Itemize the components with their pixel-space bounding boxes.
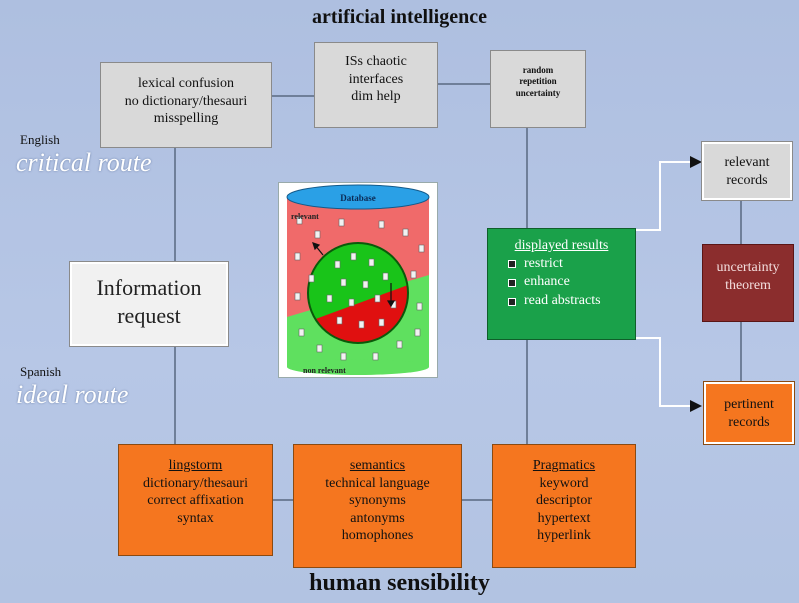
displayed-results-box: displayed results restrict enhance read … <box>487 228 636 340</box>
lexical-confusion-box: lexical confusion no dictionary/thesauri… <box>100 62 272 148</box>
box-line: dictionary/thesauri <box>143 475 248 491</box>
box-line: no dictionary/thesauri <box>124 93 248 109</box>
box-line: relevant <box>724 155 770 170</box>
box-line: homophones <box>341 528 414 543</box>
box-line: uncertainty <box>716 260 780 275</box>
semantics-box: semantics technical language synonyms an… <box>293 444 462 568</box>
pertinent-records-box: pertinent records <box>704 382 794 444</box>
box-line: misspelling <box>153 111 219 126</box>
box-line: random <box>522 65 554 75</box>
non-relevant-zone-label: non relevant <box>303 366 346 375</box>
box-line: Information <box>96 275 202 300</box>
iss-chaotic-box: ISs chaotic interfaces dim help <box>314 42 438 128</box>
box-line: descriptor <box>536 493 592 508</box>
uncertainty-theorem-box: uncertainty theorem <box>702 244 794 322</box>
english-label: English <box>20 132 60 147</box>
box-line: ISs chaotic <box>345 54 407 69</box>
box-line: records <box>728 414 770 430</box>
box-line: theorem <box>725 277 771 293</box>
relevant-records-box: relevant records <box>702 142 792 200</box>
box-line: records <box>726 172 768 188</box>
pragmatics-box: Pragmatics keyword descriptor hypertext … <box>492 444 636 568</box>
lingstorm-heading: lingstorm <box>168 458 223 473</box>
box-line: antonyms <box>350 510 405 526</box>
lingstorm-box: lingstorm dictionary/thesauri correct af… <box>118 444 273 556</box>
critical-route-label: critical route <box>16 148 152 177</box>
database-cylinder: Database relevant non relevant <box>286 184 430 375</box>
bullet-text: restrict <box>524 255 563 271</box>
bullet-item: read abstracts <box>488 292 635 311</box>
database-illustration: Database relevant non relevant <box>278 182 438 378</box>
bullet-text: read abstracts <box>524 293 601 309</box>
random-repetition-box: random repetition uncertainty <box>490 50 586 128</box>
box-line: syntax <box>177 510 214 526</box>
box-line: request <box>117 302 181 328</box>
pragmatics-heading: Pragmatics <box>532 458 596 473</box>
bullet-item: enhance <box>488 273 635 292</box>
database-title: Database <box>340 193 376 203</box>
bullet-text: enhance <box>524 274 570 290</box>
box-line: hypertext <box>537 510 591 526</box>
box-line: pertinent <box>724 397 774 412</box>
box-line: lexical confusion <box>137 76 235 91</box>
semantics-heading: semantics <box>349 458 406 473</box>
spanish-label: Spanish <box>20 364 62 379</box>
box-line: technical language <box>325 475 430 491</box>
bullet-icon <box>508 278 516 287</box>
bullet-item: restrict <box>488 255 635 274</box>
information-request-box: Information request <box>70 262 228 346</box>
displayed-results-heading: displayed results <box>514 238 609 253</box>
bottom-title: human sensibility <box>309 570 490 596</box>
box-line: keyword <box>539 475 589 491</box>
bullet-icon <box>508 259 516 268</box>
ideal-route-label: ideal route <box>16 380 129 409</box>
box-line: synonyms <box>349 493 406 508</box>
box-line: hyperlink <box>537 528 591 543</box>
bullet-icon <box>508 297 516 306</box>
box-line: correct affixation <box>147 493 244 508</box>
box-line: uncertainty <box>515 87 561 98</box>
box-line: repetition <box>519 76 557 87</box>
box-line: interfaces <box>348 71 404 87</box>
box-line: dim help <box>351 89 401 104</box>
top-title: artificial intelligence <box>312 6 487 28</box>
relevant-zone-label: relevant <box>291 212 319 221</box>
